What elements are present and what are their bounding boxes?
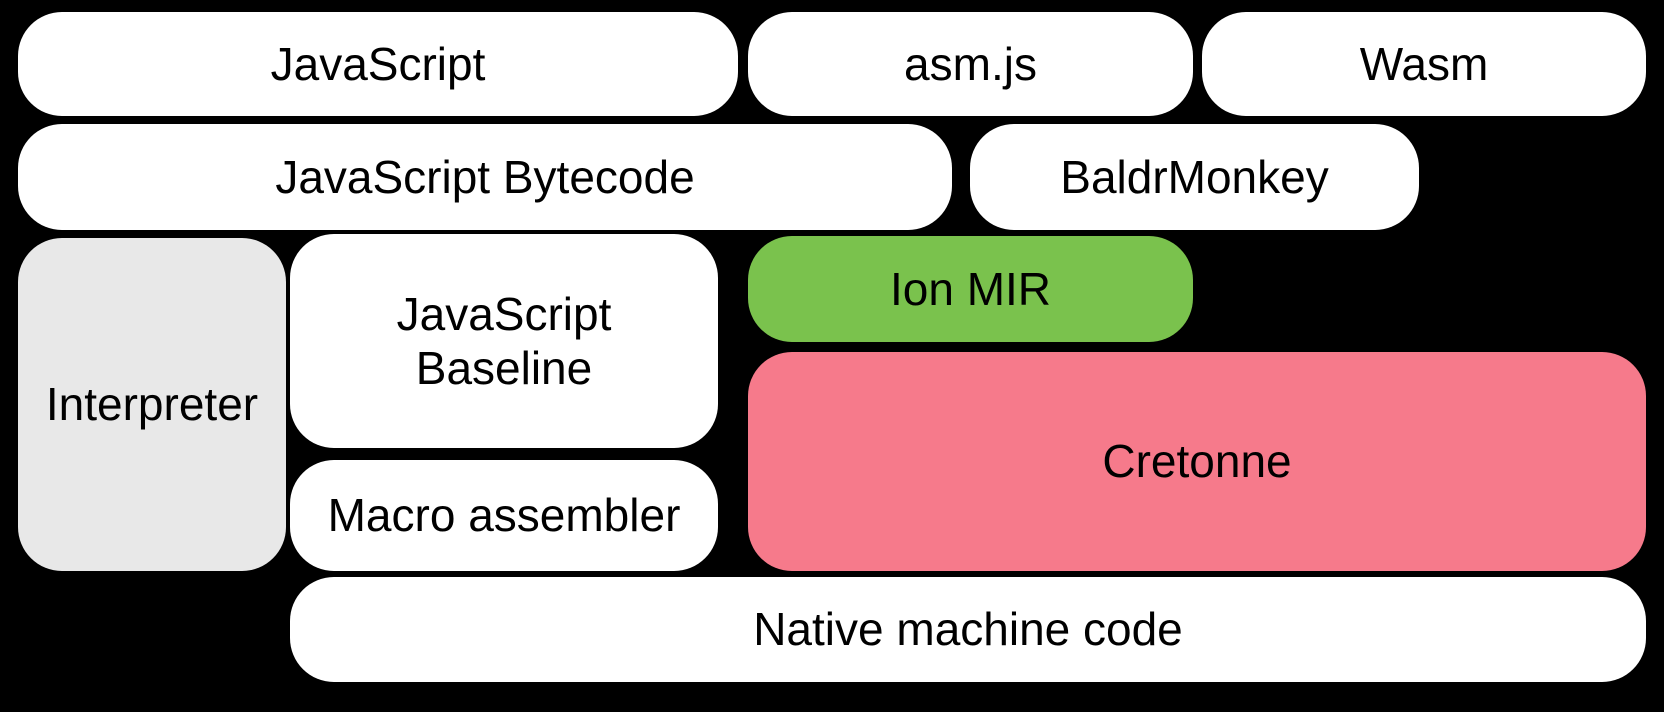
node-baldrmonkey-label: BaldrMonkey (1060, 150, 1329, 203)
node-native-machine-code: Native machine code (290, 577, 1646, 682)
node-javascript-label: JavaScript (270, 37, 486, 90)
node-javascript-bytecode-label: JavaScript Bytecode (275, 150, 695, 203)
node-javascript-bytecode: JavaScript Bytecode (18, 124, 952, 230)
node-interpreter: Interpreter (18, 238, 286, 571)
node-wasm-label: Wasm (1359, 37, 1489, 90)
node-asmjs: asm.js (748, 12, 1193, 116)
node-macro-assembler: Macro assembler (290, 460, 718, 571)
node-asmjs-label: asm.js (904, 37, 1037, 90)
node-native-machine-code-label: Native machine code (753, 603, 1183, 656)
node-baldrmonkey: BaldrMonkey (970, 124, 1419, 230)
node-javascript-baseline: JavaScript Baseline (290, 234, 718, 448)
node-macro-assembler-label: Macro assembler (327, 489, 681, 542)
node-interpreter-label: Interpreter (45, 378, 259, 431)
node-cretonne: Cretonne (748, 352, 1646, 571)
node-cretonne-label: Cretonne (1102, 435, 1292, 488)
node-javascript: JavaScript (18, 12, 738, 116)
node-ion-mir: Ion MIR (748, 236, 1193, 342)
node-javascript-baseline-label: JavaScript Baseline (396, 287, 612, 394)
node-wasm: Wasm (1202, 12, 1646, 116)
node-ion-mir-label: Ion MIR (889, 262, 1052, 315)
